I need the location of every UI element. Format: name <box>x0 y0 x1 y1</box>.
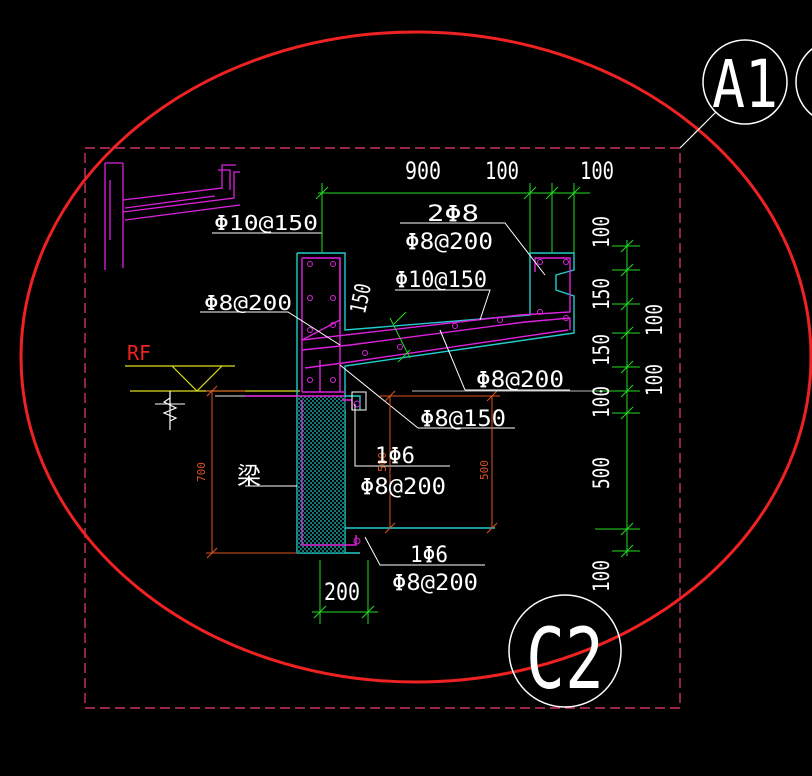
grid-bubble-a1 <box>702 39 788 125</box>
dim-top-900: 900 <box>405 157 441 185</box>
dim-right-2: 150 <box>590 278 615 310</box>
rebar-beam-stirrup: Φ8@200 <box>360 475 446 500</box>
section-frame <box>84 147 681 709</box>
highlight-ellipse <box>19 30 812 684</box>
section-bubble-label: C2 <box>526 610 604 708</box>
rebar-left-dist: Φ8@200 <box>204 291 292 315</box>
rebar-slab-dist: Φ8@150 <box>420 407 506 432</box>
dim-orange-500a: 500 <box>376 452 389 472</box>
rebar-top-stirrup: Φ8@200 <box>405 230 493 255</box>
beam-hatch <box>296 395 346 554</box>
dim-right-4: 150 <box>590 334 615 366</box>
dim-orange-700: 700 <box>195 462 208 482</box>
elevation-dims <box>206 385 500 559</box>
dimension-lines <box>312 183 640 624</box>
grid-bubble-next <box>795 48 812 116</box>
dim-right-6: 100 <box>590 386 615 418</box>
roof-level-label: RF <box>127 341 151 365</box>
rebar-top-bars: 2Φ8 <box>427 202 479 227</box>
rebar-lines <box>245 257 571 546</box>
dim-top-100b: 100 <box>580 157 614 185</box>
leader-lines <box>200 222 570 566</box>
beam-end-block <box>351 391 367 411</box>
rebar-slab-top: Φ10@150 <box>395 268 487 293</box>
dim-orange-500b: 500 <box>478 460 491 480</box>
dim-bottom-200: 200 <box>324 578 360 606</box>
dim-top-100a: 100 <box>485 157 519 185</box>
section-bubble-c2 <box>508 594 622 708</box>
rebar-beam-bar: 1Φ6 <box>375 444 415 469</box>
dim-right-7: 500 <box>590 457 615 489</box>
dim-right-8: 100 <box>590 560 615 592</box>
grid-leader-line <box>679 111 717 149</box>
rebar-dots <box>307 259 569 545</box>
rebar-bottom-stirrup: Φ8@200 <box>392 571 478 596</box>
rebar-slab-bottom: Φ8@200 <box>476 368 564 393</box>
rebar-bottom-bar: 1Φ6 <box>410 543 448 568</box>
rebar-col-stirrup: Φ10@150 <box>214 211 318 235</box>
dim-right-1: 100 <box>590 216 615 248</box>
grid-bubble-label: A1 <box>712 46 778 123</box>
beam-label: 梁 <box>237 462 261 490</box>
dim-slab-150: 150 <box>346 281 377 316</box>
roof-level-mark: RF <box>125 341 300 430</box>
dim-right-3: 100 <box>643 304 668 336</box>
dim-right-5: 100 <box>643 364 668 396</box>
parapet-key-detail <box>104 162 241 270</box>
